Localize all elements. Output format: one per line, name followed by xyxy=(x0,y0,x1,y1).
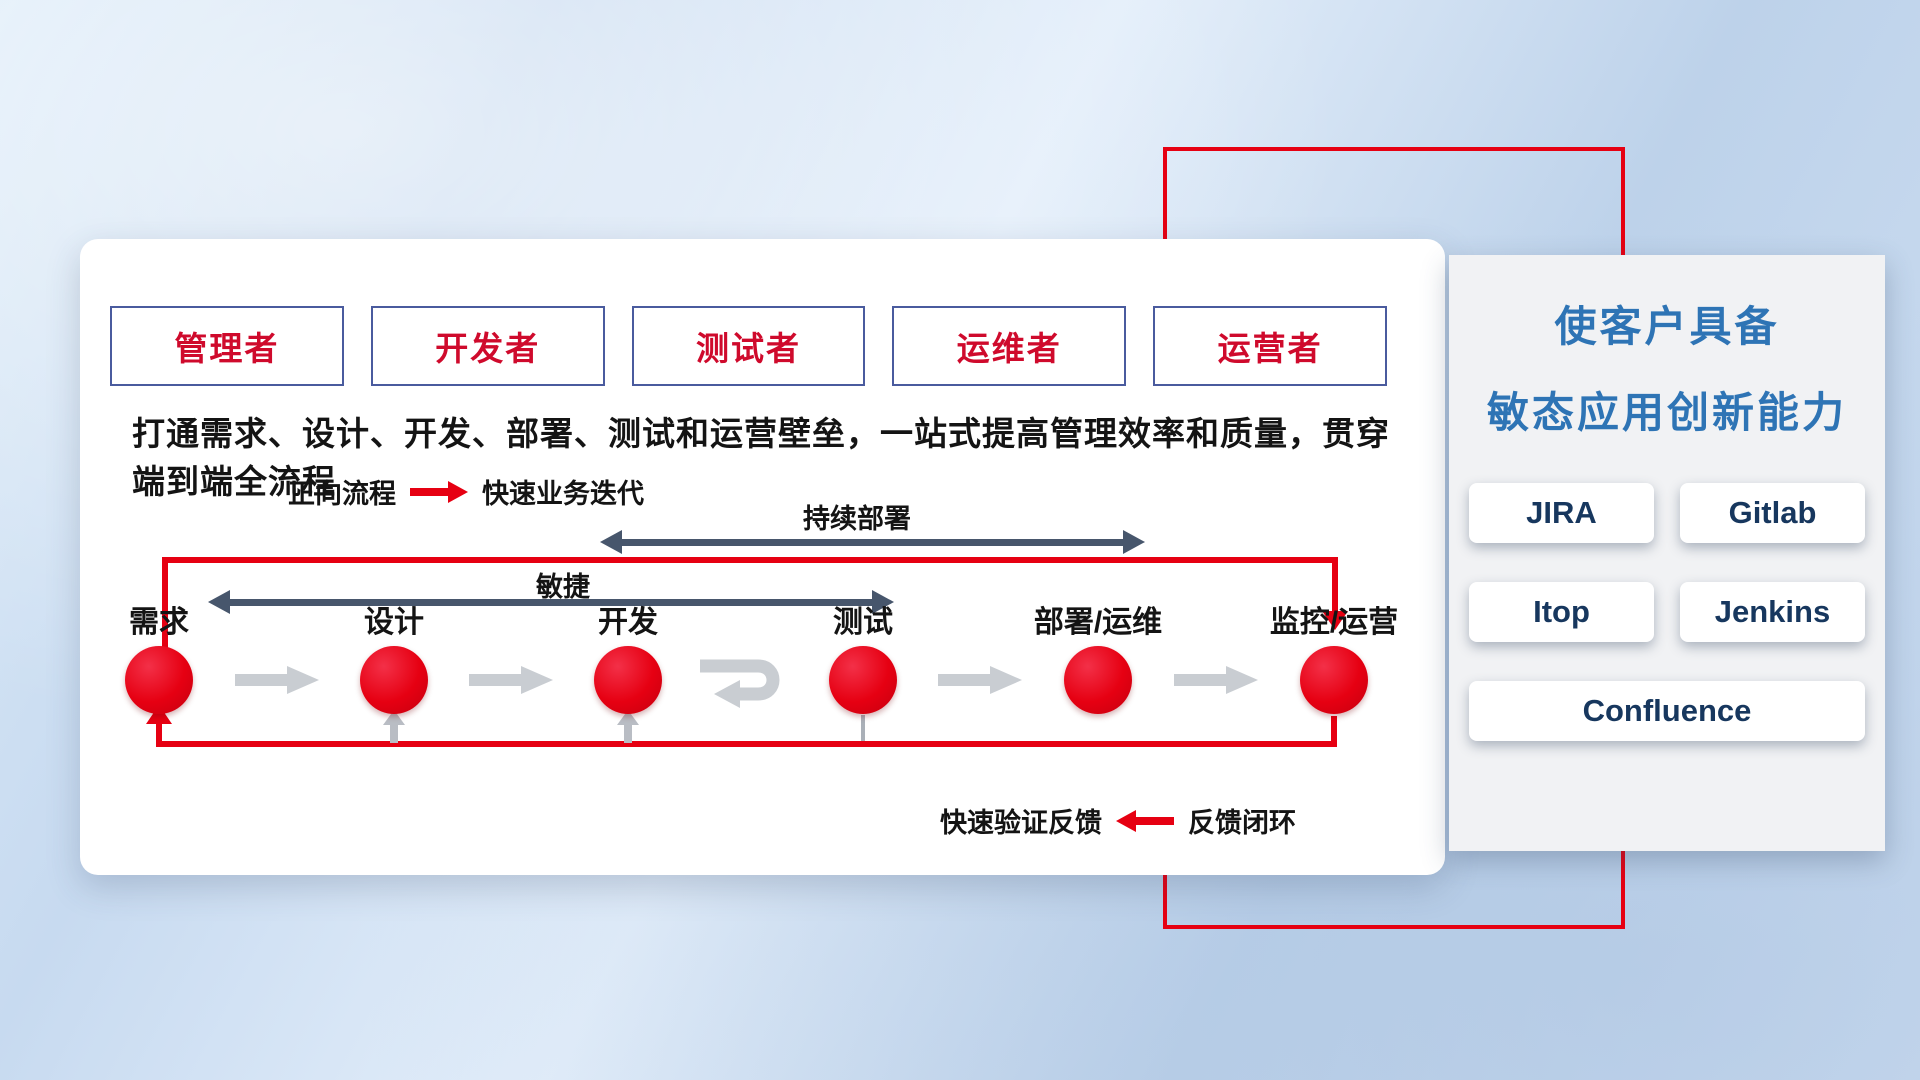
legend-forward-label: 正向流程 xyxy=(288,479,396,509)
stage-dot-icon xyxy=(125,646,193,714)
panel-title-line2: 敏态应用创新能力 xyxy=(1486,389,1847,436)
red-left-arrow-icon xyxy=(1116,809,1174,832)
feedback-up-arrow-icon xyxy=(617,710,639,725)
feedback-up-arrow-bar xyxy=(624,725,632,743)
devops-flow-card: 管理者 开发者 测试者 运维者 运营者 打通需求、设计、开发、部署、测试和运营壁… xyxy=(80,239,1445,875)
stage-label: 测试 xyxy=(833,606,893,639)
arrowhead-left xyxy=(208,590,230,614)
tool-chip-jira: JIRA xyxy=(1469,483,1654,543)
stage-dot-icon xyxy=(594,646,662,714)
stage-deploy-ops: 部署/运维 xyxy=(1023,605,1173,714)
tool-chip-confluence: Confluence xyxy=(1469,681,1865,741)
stage-label: 部署/运维 xyxy=(1033,606,1163,639)
panel-title-line1: 使客户具备 xyxy=(1554,303,1780,350)
stage-label: 设计 xyxy=(364,606,424,639)
continuous-deploy-label: 持续部署 xyxy=(803,504,911,534)
role-label: 运维者 xyxy=(956,330,1062,367)
arrowhead-left xyxy=(600,530,622,554)
stage-test: 测试 xyxy=(788,605,938,714)
continuous-deploy-arrow-icon xyxy=(600,530,1145,554)
feedback-up-arrow-icon xyxy=(383,710,405,725)
flow-arrow-icon xyxy=(938,666,1022,694)
feedback-loop-bottom-line xyxy=(156,741,1337,747)
role-box-operator: 运营者 xyxy=(1153,306,1387,386)
roles-row: 管理者 开发者 测试者 运维者 运营者 xyxy=(110,306,1387,386)
agile-label: 敏捷 xyxy=(536,572,590,602)
arrowhead-right xyxy=(1123,530,1145,554)
tool-chip-jenkins: Jenkins xyxy=(1680,582,1865,642)
role-label: 测试者 xyxy=(695,330,801,367)
role-box-developer: 开发者 xyxy=(370,306,605,386)
feedback-connector-line xyxy=(861,715,865,743)
legend-forward-value: 快速业务迭代 xyxy=(482,479,644,509)
role-box-ops: 运维者 xyxy=(892,306,1127,386)
feedback-loop-left-line xyxy=(156,723,162,743)
agile-arrow-icon xyxy=(208,590,894,614)
forward-loop-left-line xyxy=(162,557,168,649)
stage-dot-icon xyxy=(360,646,428,714)
role-label: 运营者 xyxy=(1217,330,1323,367)
capability-panel: 使客户具备 敏态应用创新能力 JIRA Gitlab Itop Jenkins … xyxy=(1449,255,1885,851)
flow-arrow-icon xyxy=(1174,666,1258,694)
flow-arrow-icon xyxy=(469,666,553,694)
stage-label: 监控/运营 xyxy=(1269,606,1399,639)
feedback-up-arrow-bar xyxy=(390,725,398,743)
feedback-loop-right-line xyxy=(1331,716,1337,743)
forward-loop-right-line xyxy=(1332,557,1338,613)
flow-arrow-icon xyxy=(235,666,319,694)
legend-forward: 正向流程 快速业务迭代 xyxy=(288,472,644,511)
iterate-cycle-arrow-icon xyxy=(700,659,780,708)
stage-dot-icon xyxy=(1064,646,1132,714)
arrow-bar xyxy=(622,538,1123,546)
role-label: 开发者 xyxy=(435,330,541,367)
stage-label: 需求 xyxy=(129,606,189,639)
arrow-bar xyxy=(230,598,872,606)
stage-develop: 开发 xyxy=(553,605,703,714)
description-text: 打通需求、设计、开发、部署、测试和运营壁垒，一站式提高管理效率和质量，贯穿端到端… xyxy=(132,415,1390,500)
legend-feedback-value: 反馈闭环 xyxy=(1188,808,1296,838)
tool-chip-itop: Itop xyxy=(1469,582,1654,642)
stage-requirements: 需求 xyxy=(84,605,234,714)
arrowhead-right xyxy=(872,590,894,614)
role-box-manager: 管理者 xyxy=(110,306,344,386)
stage-monitor-operate: 监控/运营 xyxy=(1259,605,1409,714)
stage-dot-icon xyxy=(1300,646,1368,714)
tool-chip-gitlab: Gitlab xyxy=(1680,483,1865,543)
forward-loop-top-line xyxy=(162,557,1338,563)
role-label: 管理者 xyxy=(174,330,280,367)
red-right-arrow-icon xyxy=(410,480,468,503)
stage-label: 开发 xyxy=(598,606,658,639)
legend-feedback: 快速验证反馈 反馈闭环 xyxy=(940,801,1296,840)
stage-dot-icon xyxy=(829,646,897,714)
forward-loop-arrowhead-icon xyxy=(1322,611,1348,630)
stage-design: 设计 xyxy=(319,605,469,714)
role-box-tester: 测试者 xyxy=(631,306,866,386)
legend-feedback-label: 快速验证反馈 xyxy=(940,808,1102,838)
